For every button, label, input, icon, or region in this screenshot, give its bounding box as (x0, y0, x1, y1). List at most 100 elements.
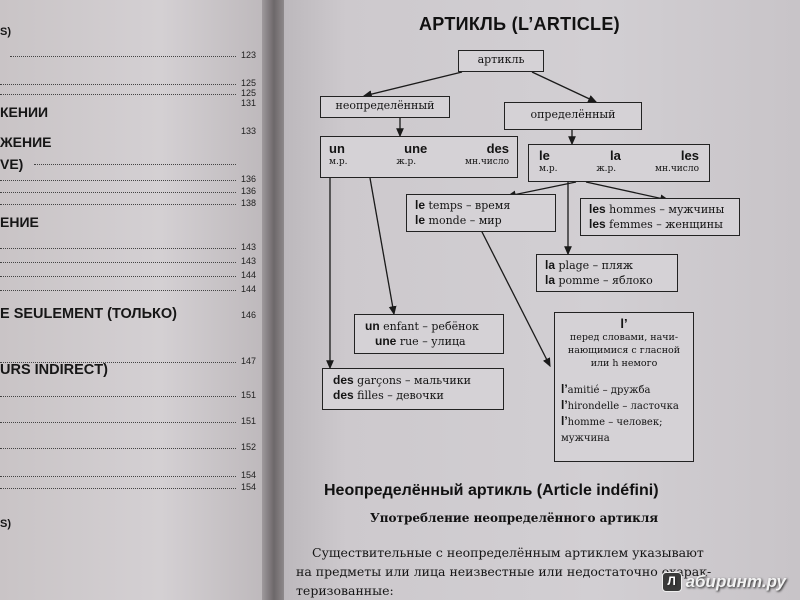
arrow-un-une-to-examples (369, 177, 397, 316)
indefinite-articles-row: un une des (329, 141, 509, 156)
example-line: des garçons – мальчики (333, 373, 471, 387)
toc-page-number: 123 (240, 50, 256, 60)
diagram-arrows (326, 71, 670, 370)
un-une-examples-box: un enfant – ребёнок une rue – улица (354, 314, 504, 354)
toc-text: E SEULEMENT (ТОЛЬКО) (0, 306, 177, 322)
toc-line: S) (0, 518, 262, 532)
elision-head: l’ (620, 316, 628, 331)
body-text-line: Существительные с неопределённым артикле… (312, 545, 704, 560)
toc-text: S) (0, 518, 11, 530)
toc-dots (0, 448, 236, 449)
toc-line: 152 (0, 440, 262, 454)
indefinite-articles-box: un une des м.р. ж.р. мн.число (320, 136, 518, 178)
toc-page-number: 138 (240, 198, 256, 208)
definite-genders-row: м.р. ж.р. мн.число (539, 164, 699, 174)
toc-page-number: 144 (240, 270, 256, 280)
toc-page-number: 152 (240, 442, 256, 452)
example-line: des filles – девочки (333, 388, 444, 402)
toc-dots (0, 290, 236, 291)
arrow-root-to-indefinite (362, 71, 463, 98)
arrow-le-to-examples (506, 181, 577, 199)
toc-line: VE) (0, 156, 262, 172)
toc-page-number: 146 (240, 310, 256, 320)
toc-dots (0, 476, 236, 477)
indefinite-label-box: неопределённый (320, 96, 450, 118)
gender-label: м.р. (539, 164, 558, 174)
left-page-toc: S) 123 125 125 КЕНИИ 131 ЖЕНИЕ 133 VE) 1… (0, 0, 268, 600)
toc-line: E SEULEMENT (ТОЛЬКО) 146 (0, 306, 262, 322)
example-line: l’hirondelle – ласточка (561, 398, 679, 412)
gender-label: мн.число (465, 157, 509, 167)
right-page: АРТИКЛЬ (L’ARTICLE) артикль неопределённ… (284, 0, 800, 600)
article-le: le (539, 148, 550, 163)
toc-line: ЕНИЕ (0, 214, 262, 230)
toc-dots (0, 248, 236, 249)
toc-line: 143 (0, 254, 262, 268)
toc-page-number: 144 (240, 284, 256, 294)
labirint-logo-icon: Л (661, 572, 682, 592)
toc-dots (0, 94, 236, 95)
toc-line: 151 (0, 414, 262, 428)
page-title: АРТИКЛЬ (L’ARTICLE) (419, 14, 620, 34)
toc-line: 123 (0, 48, 262, 62)
toc-text: S) (0, 26, 11, 38)
toc-dots (0, 396, 236, 397)
toc-dots (0, 180, 236, 181)
toc-line: ЖЕНИЕ 133 (0, 126, 262, 150)
toc-dots (0, 84, 236, 85)
toc-dots (10, 56, 236, 57)
toc-page-number: 136 (240, 186, 256, 196)
toc-text: URS INDIRECT) (0, 362, 108, 378)
toc-line: 147 (0, 354, 262, 368)
article-la: la (609, 148, 621, 163)
arrow-les-to-examples (585, 181, 670, 203)
example-line: le temps – время (415, 198, 511, 212)
example-line: la pomme – яблоко (545, 273, 653, 287)
toc-line: 154 (0, 468, 262, 482)
toc-dots (0, 276, 236, 277)
gender-label: мн.число (655, 164, 699, 174)
definite-label-box: определённый (504, 102, 642, 130)
toc-dots (0, 204, 236, 205)
gender-label: ж.р. (396, 157, 417, 167)
toc-line: 136 (0, 172, 262, 186)
toc-page-number: 131 (240, 98, 256, 108)
toc-dots (34, 164, 236, 165)
article-des: des (486, 141, 509, 156)
elision-rule: перед словами, начи- нающимися с гласной… (567, 332, 681, 369)
toc-line: 144 (0, 282, 262, 296)
elision-box: l’ перед словами, начи- нающимися с глас… (554, 312, 694, 462)
toc-dots (0, 262, 236, 263)
toc-line: КЕНИИ 131 (0, 98, 262, 120)
section-title: Неопределённый артикль (Article indéfini… (324, 482, 659, 499)
la-examples-box: la plage – пляж la pomme – яблоко (536, 254, 678, 292)
toc-page-number: 143 (240, 256, 256, 266)
toc-dots (0, 422, 236, 423)
toc-page-number: 154 (240, 482, 256, 492)
example-line: un enfant – ребёнок (365, 319, 479, 333)
toc-page-number: 133 (240, 126, 256, 136)
article-un: un (329, 141, 345, 156)
les-examples-box: les hommes – мужчины les femmes – женщин… (580, 198, 740, 236)
example-line: le monde – мир (415, 213, 502, 227)
article-les: les (680, 148, 699, 163)
example-line: l’homme – человек; (561, 414, 663, 428)
toc-page-number: 125 (240, 78, 256, 88)
article-une: une (404, 141, 428, 156)
definite-articles-box: le la les м.р. ж.р. мн.число (528, 144, 710, 182)
toc-line: S) (0, 26, 262, 42)
toc-page-number: 136 (240, 174, 256, 184)
toc-page-number: 151 (240, 390, 256, 400)
root-box: артикль (458, 50, 544, 72)
indefinite-genders-row: м.р. ж.р. мн.число (329, 157, 509, 167)
toc-text: ЖЕНИЕ (0, 134, 52, 150)
toc-line: 136 (0, 184, 262, 198)
toc-text: КЕНИИ (0, 104, 49, 120)
toc-line: 143 (0, 240, 262, 254)
body-text-line: теризованные: (296, 583, 394, 598)
toc-text: ЕНИЕ (0, 214, 39, 230)
watermark-text: абиринт.ру (685, 572, 786, 591)
definite-articles-row: le la les (539, 148, 699, 163)
watermark: Л абиринт.ру (661, 572, 786, 592)
le-examples-box: le temps – время le monde – мир (406, 194, 556, 232)
